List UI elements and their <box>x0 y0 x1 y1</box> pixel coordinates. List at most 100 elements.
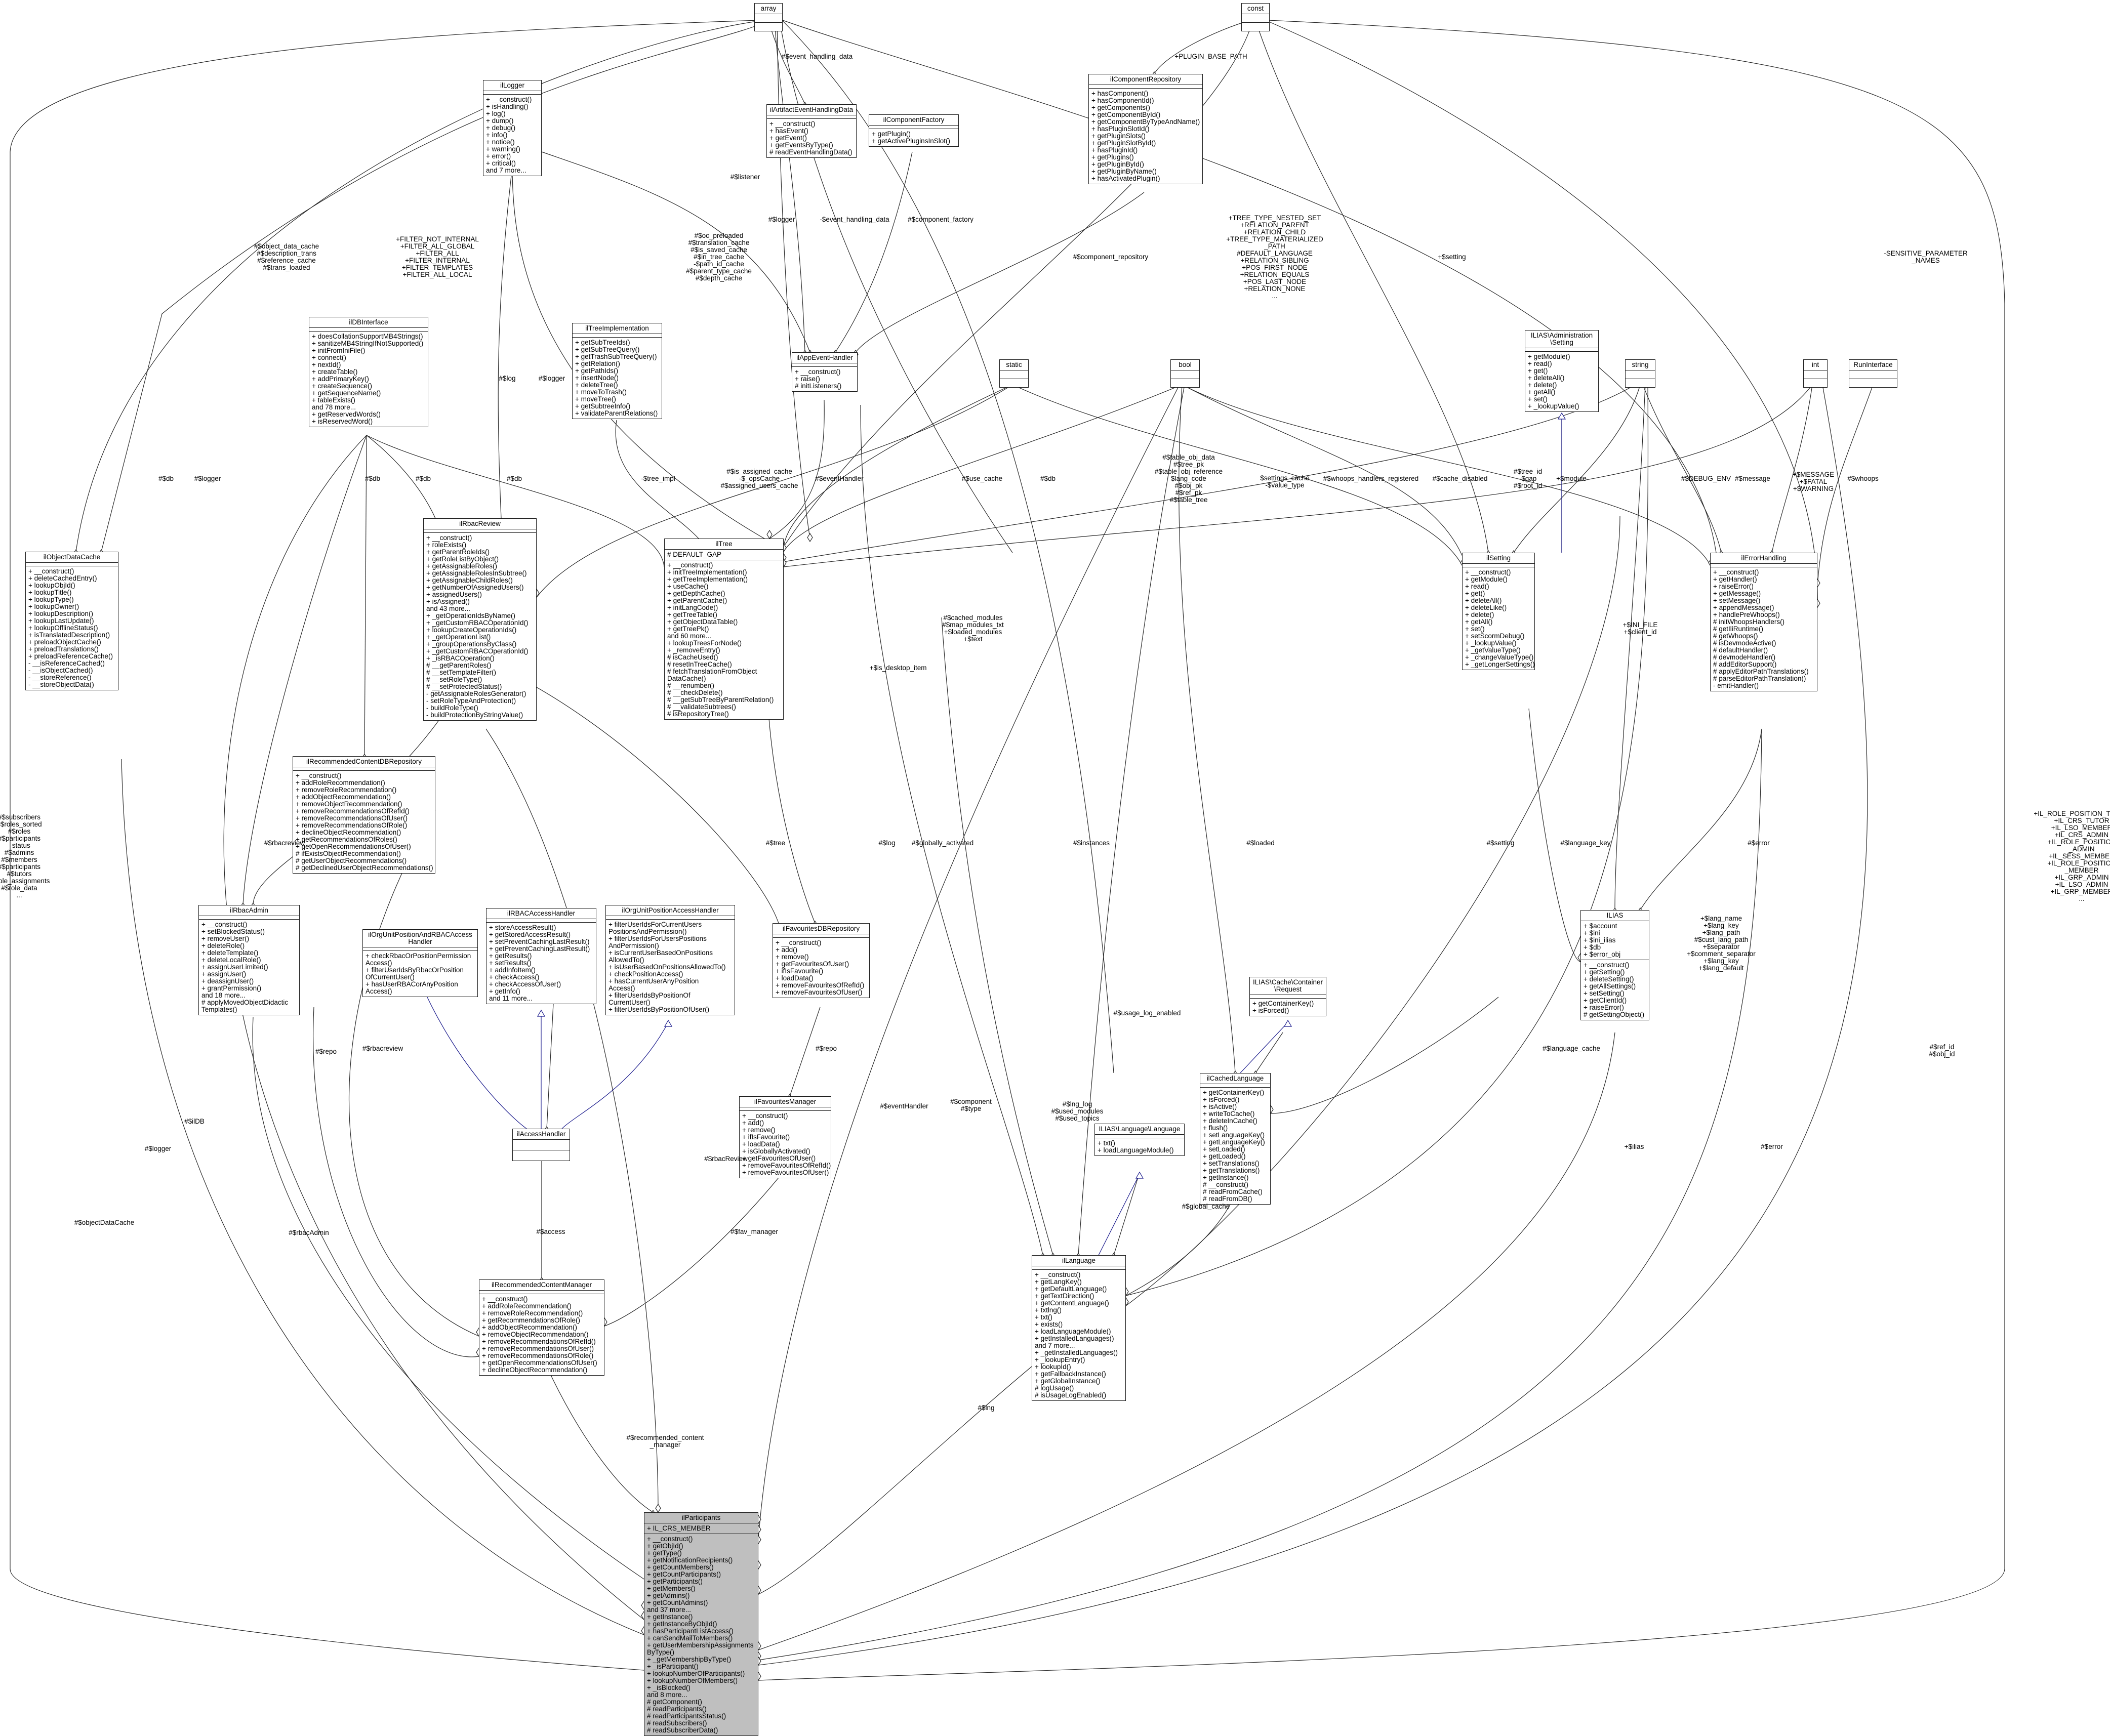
class-attributes <box>1250 995 1326 998</box>
edge-line <box>1817 384 1874 588</box>
class-box-int: int <box>1803 359 1828 388</box>
class-methods: + txt() + loadLanguageModule() <box>1095 1138 1184 1155</box>
class-attributes <box>486 919 596 922</box>
edge-line <box>561 1022 669 1129</box>
class-attributes <box>199 916 299 919</box>
edge-line <box>860 404 1043 1256</box>
class-attributes: + IL_CRS_MEMBER <box>644 1523 758 1534</box>
class-box-static: static <box>999 359 1029 388</box>
edge-label: #$log <box>878 839 896 847</box>
class-box-ilfavouritesmanager: ilFavouritesManager+ __construct() + add… <box>739 1096 831 1178</box>
edge-line <box>1513 384 1641 553</box>
edge-line <box>768 20 805 105</box>
edge-line <box>783 384 1813 567</box>
class-box-ilobjectdatacache: ilObjectDataCache+ __construct() + delet… <box>25 552 118 690</box>
edge-label: #$table_obj_data #$tree_pk #$table_obj_r… <box>1154 453 1223 504</box>
edge-label: #$subscribers #$roles_sorted #$roles #$p… <box>0 813 50 899</box>
edge-line <box>1771 384 1813 553</box>
edge-label: -SENSITIVE_PARAMETER _NAMES <box>1884 250 1968 264</box>
edge-label: +$lang_name +$lang_key +$lang_path #$cus… <box>1687 915 1756 972</box>
edge-line <box>789 1007 821 1097</box>
edge-line <box>1098 1174 1140 1256</box>
edge-label: #$loaded <box>1246 839 1275 847</box>
edge-label: #$globally_activated <box>911 839 974 847</box>
class-title: bool <box>1179 361 1192 368</box>
class-title: ilRecommendedContentManager <box>491 1281 592 1289</box>
edge-line <box>75 20 765 552</box>
class-box-illogger: ilLogger+ __construct() + isHandling() +… <box>483 80 542 176</box>
class-title: ilRecommendedContentDBRepository <box>306 758 422 765</box>
edge-line <box>1255 20 1489 553</box>
edge-line <box>783 384 1013 547</box>
edge-label: +$is_desktop_item <box>869 664 927 672</box>
edge-label: #$ilDB <box>184 1118 205 1125</box>
class-box-ilartifacteventhandlingdata: ilArtifactEventHandlingData+ __construct… <box>766 104 857 158</box>
class-title: ilArtifactEventHandlingData <box>769 106 854 113</box>
edge-label: #$tree <box>765 839 786 847</box>
class-box-const: const <box>1241 3 1270 31</box>
class-box-array: array <box>754 3 783 31</box>
class-box-illanguage: ilLanguage+ __construct() + getLangKey()… <box>1032 1255 1126 1401</box>
class-attributes <box>309 327 428 331</box>
edge-label: #$error <box>1761 1143 1783 1150</box>
edge-line <box>313 1007 479 1357</box>
class-title: ilDBInterface <box>349 318 388 326</box>
class-box-bool: bool <box>1170 359 1200 388</box>
class-title: ilRBACAccessHandler <box>507 910 576 917</box>
edge-label: +$INI_FILE +$client_id <box>1622 621 1658 636</box>
edge-line <box>348 809 479 1337</box>
edge-label: #$component_factory <box>908 216 973 223</box>
edge-label: #$access <box>536 1228 565 1235</box>
edge-label: #$recommended_content _manager <box>626 1434 704 1449</box>
edge-label: #$instances <box>1073 839 1110 847</box>
edge-label: #$objectDataCache <box>74 1219 135 1226</box>
edge-line <box>835 151 913 353</box>
class-title: const <box>1247 5 1264 12</box>
class-title: ILIAS\Cache\Container \Request <box>1252 978 1323 993</box>
class-title: ilFavouritesDBRepository <box>782 925 860 932</box>
edge-label: +$setting <box>1438 253 1466 261</box>
edge-line <box>536 384 1013 598</box>
class-methods: + getPlugin() + getActivePluginsInSlot() <box>869 129 958 146</box>
class-attributes <box>26 562 118 566</box>
class-attributes <box>1463 563 1534 567</box>
inheritance-arrow <box>664 1019 673 1027</box>
class-attributes <box>479 1290 604 1294</box>
edge-line <box>782 20 1114 1073</box>
class-methods: + __construct() + add() + remove() + ifI… <box>740 1110 831 1178</box>
class-methods: + __construct() + deleteCachedEntry() + … <box>26 566 118 690</box>
class-title: string <box>1632 361 1649 368</box>
edge-line <box>758 20 2005 1681</box>
inheritance-arrow <box>1557 412 1566 420</box>
edge-label: #$ref_id #$obj_id <box>1929 1043 1955 1058</box>
class-methods: + __construct() + initTreeImplementation… <box>665 560 783 719</box>
class-title: ILIAS\Language\Language <box>1099 1125 1181 1133</box>
edge-line <box>783 384 1636 562</box>
edge-label: #$object_data_cache #$description_trans … <box>254 242 319 271</box>
edge-line <box>1179 384 1236 1073</box>
edge-line <box>1240 1022 1288 1073</box>
class-methods: + __construct() + raise() # initListener… <box>792 366 857 391</box>
class-title: RunInterface <box>1853 361 1893 368</box>
edge-line <box>1640 728 1762 911</box>
class-methods: + filterUserIdsForCurrentUsers Positions… <box>606 919 735 1015</box>
edge-label: #$language_cache <box>1542 1045 1601 1052</box>
edge-line <box>1528 708 1581 962</box>
edge-label: #$rbacAdmin <box>289 1229 329 1236</box>
class-attributes <box>773 934 869 937</box>
class-title: ilTreeImplementation <box>585 324 649 332</box>
edge-line <box>1125 516 1620 1306</box>
edge-label: #$rbacreview <box>264 839 305 847</box>
edge-label: #$lng_log #$used_modules #$used_topics <box>1051 1100 1104 1122</box>
class-title: ilLogger <box>500 81 525 89</box>
edge-label: #$language_key <box>1560 839 1611 847</box>
class-box-ilias-language-language: ILIAS\Language\Language + txt() + loadLan… <box>1094 1124 1185 1156</box>
class-methods: + __construct() + getLangKey() + getDefa… <box>1032 1269 1125 1400</box>
class-title: int <box>1811 361 1819 368</box>
class-box-ilsetting: ilSetting+ __construct() + getModule() +… <box>1462 553 1535 670</box>
class-box-ilerrorhandling: ilErrorHandling+ __construct() + getHand… <box>1710 553 1817 691</box>
class-box-iltree: ilTree# DEFAULT_GAP+ __construct() + ini… <box>664 539 784 720</box>
edge-label: #$db <box>158 475 174 482</box>
class-attributes <box>293 767 435 770</box>
edge-line <box>485 728 659 1513</box>
